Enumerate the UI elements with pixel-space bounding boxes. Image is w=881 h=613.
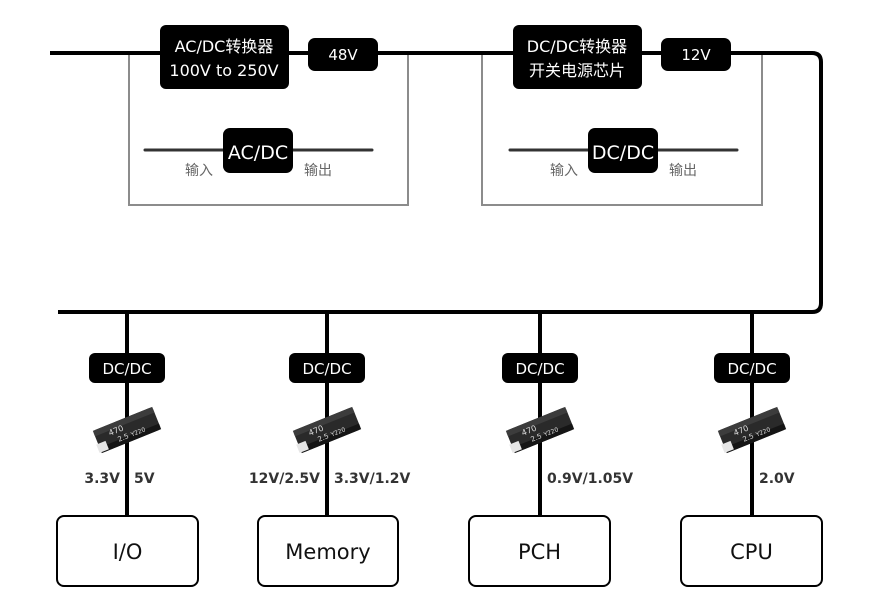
acdc-converter-range: 100V to 250V (169, 61, 278, 80)
load-block (468, 515, 611, 587)
dcdc-converter-subtitle: 开关电源芯片 (529, 61, 625, 80)
acdc-inset: AC/DC 输入 输出 (143, 128, 374, 179)
acdc-output-badge: 48V (308, 38, 378, 71)
dcdc-output-label: 输出 (669, 163, 697, 179)
acdc-input-label: 输入 (185, 163, 213, 179)
capacitor-marking: 2.5 (317, 432, 330, 444)
branch-dcdc-label: DC/DC (727, 360, 776, 378)
capacitor-marking: 2.5 (530, 432, 543, 444)
dcdc-converter-box: DC/DC转换器 开关电源芯片 (513, 25, 642, 89)
branch-voltage-left: 12V/2.5V (249, 471, 320, 487)
dcdc-converter-title: DC/DC转换器 (527, 37, 627, 56)
acdc-converter-title: AC/DC转换器 (175, 37, 274, 56)
branch-dcdc-badge (289, 353, 365, 383)
acdc-output-voltage: 48V (328, 46, 358, 64)
dcdc-output-voltage: 12V (681, 46, 711, 64)
capacitor-marking: 2.5 (742, 432, 755, 444)
capacitor-marking: 2.5 (117, 432, 130, 444)
load-block (56, 515, 199, 587)
load-block-label: I/O (113, 540, 143, 564)
load-block (680, 515, 823, 587)
acdc-chip-label: AC/DC (228, 142, 288, 164)
branch-dcdc-label: DC/DC (102, 360, 151, 378)
branch-dcdc-label: DC/DC (515, 360, 564, 378)
branch-dcdc-badge (89, 353, 165, 383)
dcdc-chip-label: DC/DC (592, 142, 654, 164)
load-block-label: CPU (730, 540, 773, 564)
branch-dcdc-badge (502, 353, 578, 383)
acdc-converter-box: AC/DC转换器 100V to 250V (160, 25, 289, 89)
branch-voltage-right: 0.9V/1.05V (547, 471, 633, 487)
branch-voltage-left: 3.3V (84, 471, 120, 487)
main-power-bus (50, 51, 823, 314)
branch-voltage-right: 5V (134, 471, 155, 487)
dcdc-input-label: 输入 (550, 163, 578, 179)
load-block (257, 515, 399, 587)
acdc-output-label: 输出 (304, 163, 332, 179)
branch-voltage-right: 2.0V (759, 471, 795, 487)
branch-dcdc-badge (714, 353, 790, 383)
load-block-label: PCH (518, 540, 561, 564)
load-block-label: Memory (285, 540, 370, 564)
branch-voltage-right: 3.3V/1.2V (334, 471, 411, 487)
dcdc-output-badge: 12V (661, 38, 731, 71)
dcdc-inset: DC/DC 输入 输出 (508, 128, 739, 179)
branch-dcdc-label: DC/DC (302, 360, 351, 378)
